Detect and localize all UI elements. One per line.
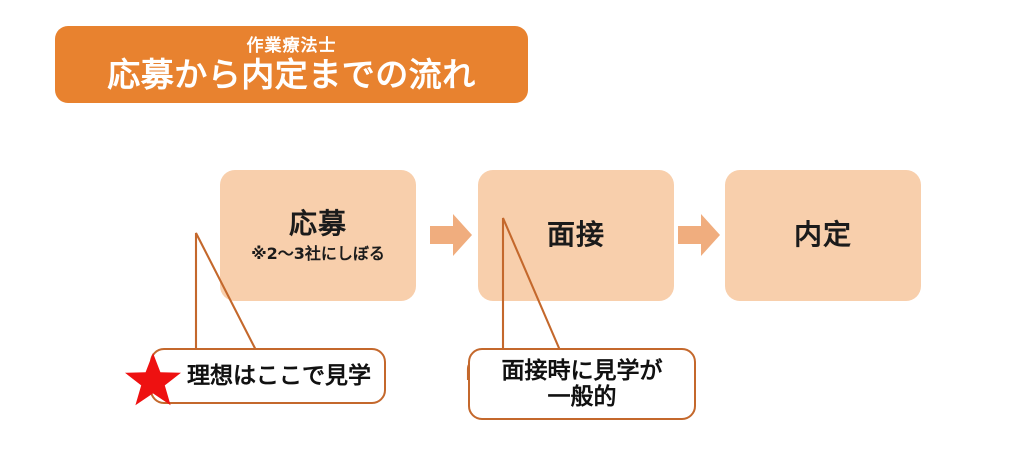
header-subtitle: 作業療法士 — [246, 35, 337, 56]
callout-ideal-visit: 理想はここで見学 — [150, 348, 386, 404]
header-title: 応募から内定までの流れ — [107, 55, 476, 95]
arrow-right-icon — [430, 214, 472, 256]
flow-step-box-mensetsu: 面接 — [478, 170, 674, 301]
flow-step-box-oubo: 応募 ※2〜3社にしぼる — [220, 170, 416, 301]
flow-step-box-naitei: 内定 — [725, 170, 921, 301]
callout-text-block: 面接時に見学が 一般的 — [502, 358, 663, 410]
callout-text-line-1: 面接時に見学が — [501, 358, 663, 385]
flow-step-subtitle: ※2〜3社にしぼる — [251, 243, 385, 263]
callout-text: 理想はここで見学 — [187, 363, 371, 389]
callout-interview-visit: 面接時に見学が 一般的 — [468, 348, 696, 420]
callout-text-line-2: 一般的 — [547, 384, 617, 410]
header-banner: 作業療法士 応募から内定までの流れ — [55, 26, 528, 103]
flow-step-title: 内定 — [793, 218, 852, 252]
flow-step-title: 面接 — [546, 218, 605, 252]
arrow-right-icon — [678, 214, 720, 256]
star-icon — [125, 353, 181, 406]
flow-step-title: 応募 — [288, 207, 347, 241]
